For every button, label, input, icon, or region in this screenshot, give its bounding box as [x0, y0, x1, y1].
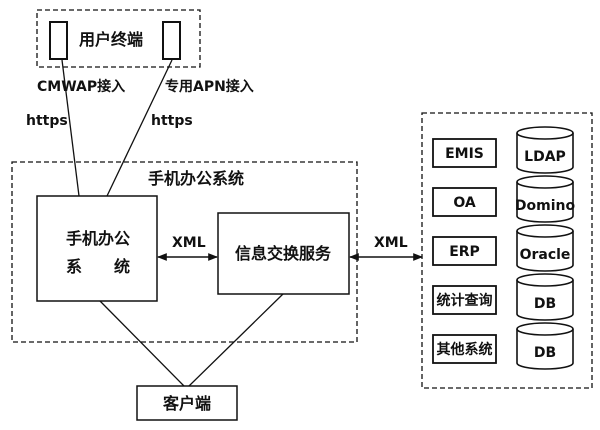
- info-exchange-box: [217, 212, 350, 295]
- xml-outer-label: XML: [374, 235, 408, 251]
- phone-right-icon: [162, 21, 181, 60]
- cmwap-link: [61, 59, 80, 197]
- database-cylinder-icon: [516, 182, 574, 223]
- mobile-office-box: [36, 195, 158, 302]
- client-link-left: [99, 300, 185, 387]
- cmwap-label: CMWAP接入: [37, 78, 125, 95]
- backend-system-label: 统计查询: [437, 292, 493, 309]
- phone-left-icon: [49, 21, 68, 60]
- database-cap-icon: [516, 322, 574, 336]
- apn-label: 专用APN接入: [165, 78, 254, 95]
- backend-system-label: 其他系统: [437, 341, 493, 358]
- backend-system-box: [432, 187, 497, 217]
- backend-system-label: OA: [453, 195, 476, 211]
- user-terminal-label: 用户终端: [79, 30, 143, 49]
- backend-frame: [421, 112, 593, 389]
- database-cylinder-icon: [516, 280, 574, 321]
- user-terminal-frame: [36, 9, 201, 68]
- mobile-office-frame: [11, 161, 358, 343]
- xml-inner-label: XML: [172, 235, 206, 251]
- database-cylinder-icon: [516, 329, 574, 370]
- backend-system-box: [432, 236, 497, 266]
- database-label: Oracle: [520, 247, 571, 263]
- client-box: [136, 385, 238, 421]
- backend-system-label: EMIS: [445, 146, 484, 162]
- mobile-office-frame-title: 手机办公系统: [148, 169, 244, 188]
- database-cylinder-icon: [516, 231, 574, 272]
- backend-system-box: [432, 138, 497, 168]
- mobile-office-line1: 手机办公: [66, 229, 130, 248]
- database-cap-icon: [516, 175, 574, 189]
- database-label: DB: [534, 296, 556, 312]
- client-link-right: [188, 293, 284, 387]
- database-cylinder-icon: [516, 133, 574, 174]
- database-label: DB: [534, 345, 556, 361]
- client-label: 客户端: [163, 394, 211, 413]
- database-cap-icon: [516, 224, 574, 238]
- database-cap-icon: [516, 126, 574, 140]
- database-label: Domino: [515, 198, 576, 214]
- database-label: LDAP: [524, 149, 566, 165]
- https-left-label: https: [26, 113, 68, 129]
- backend-system-box: [432, 334, 497, 364]
- backend-system-label: ERP: [449, 244, 480, 260]
- https-right-label: https: [151, 113, 193, 129]
- mobile-office-line2: 系 统: [66, 257, 130, 276]
- database-cap-icon: [516, 273, 574, 287]
- info-exchange-label: 信息交换服务: [235, 244, 332, 263]
- apn-link: [106, 59, 173, 197]
- backend-system-box: [432, 285, 497, 315]
